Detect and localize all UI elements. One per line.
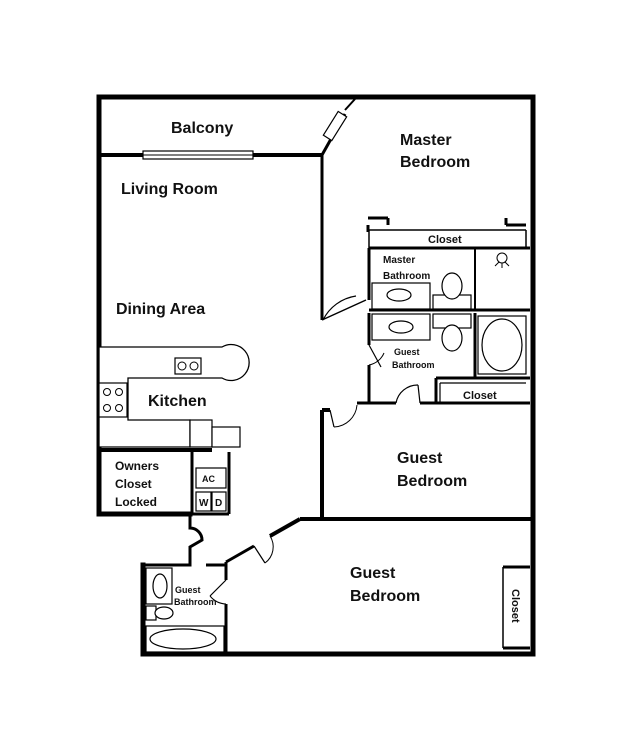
master-walls [320,155,530,403]
guest-bedroom-2-label-line1: Guest [350,565,396,582]
washer-label: W [199,498,209,509]
guest-bedroom-2-door[interactable] [253,535,274,564]
guest-closet-1-label: Closet [463,390,497,402]
guest-closet-1-walls [436,382,530,405]
master-bathroom-label-line1: Master [383,255,415,266]
living-room-label: Living Room [121,181,218,198]
guest-closet-2-walls [502,565,530,650]
laundry-appliances [195,467,227,512]
guest-bathroom-2-door[interactable] [209,579,227,605]
balcony-label: Balcony [171,120,233,137]
guest-bathroom-1-door[interactable] [368,344,421,404]
guest-bathroom-1-label-line2: Bathroom [392,360,435,370]
guest-bedroom-1-door[interactable] [329,404,358,428]
guest-bathroom-2-label-line1: Guest [175,585,201,595]
kitchen-label: Kitchen [148,393,207,410]
dryer-label: D [215,498,222,509]
balcony-wall [99,98,356,160]
master-bedroom-label-line2: Bedroom [400,154,470,171]
dining-area-label: Dining Area [116,301,205,318]
guest-bathroom-2-label-line2: Bathroom [174,597,217,607]
master-closet-label: Closet [428,234,462,246]
master-door[interactable] [321,295,367,321]
guest-bedroom-1-label-line2: Bedroom [397,473,467,490]
owners-closet-label-line1: Owners [115,459,159,473]
guest-closet-2-label: Closet [509,589,521,623]
owners-closet-label-line3: Locked [115,495,157,509]
master-bathroom-label-line2: Bathroom [383,271,430,282]
kitchen-counters [98,343,250,448]
guest-bedroom-1-walls [300,401,533,521]
guest-bathroom-1-label-line1: Guest [394,347,420,357]
master-bathroom-fixtures [371,252,510,310]
ac-label: AC [202,474,215,484]
guest-bathroom-2-fixtures [145,567,225,653]
owners-closet-label-line2: Closet [115,477,152,491]
owners-closet-walls [190,452,231,516]
master-bedroom-label-line1: Master [400,132,452,149]
balcony-door[interactable] [322,110,348,142]
guest-bedroom-1-label-line1: Guest [397,450,443,467]
guest-bathroom-1 [369,313,530,405]
outer-walls [96,94,536,657]
guest-bedroom-2-label-line2: Bedroom [350,588,420,605]
hall-walls [143,514,301,654]
